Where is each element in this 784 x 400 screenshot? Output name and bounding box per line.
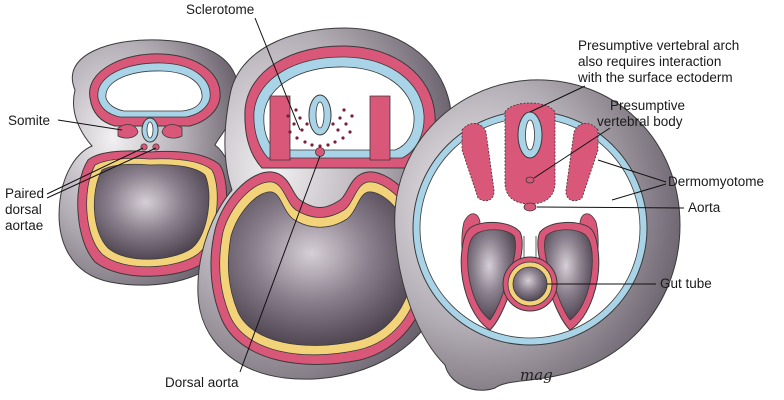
embryo-1-somite-right [162,125,182,139]
artist-signature: mag [520,366,553,384]
embryo-2-dorsal-aorta [316,148,325,157]
label-gut-tube: Gut tube [660,276,712,291]
label-paired-dorsal-aortae: Paired dorsal aortae [5,186,48,233]
label-body-line-1: Presumptive [610,98,685,113]
embryo-1-somite-left [118,125,138,139]
embryo-1-aorta-left [141,144,147,150]
label-body-line-2: vertebral body [597,114,683,129]
label-arch-line-3: with the surface ectoderm [577,70,733,85]
label-somite: Somite [8,113,50,128]
embryo-3-gut-tube [513,267,547,301]
label-aorta: Aorta [688,200,721,215]
embryo-3-notochord [526,177,534,183]
label-dorsal-aorta: Dorsal aorta [165,375,239,390]
label-sclerotome: Sclerotome [186,2,254,17]
label-dermomyotome: Dermomyotome [668,174,764,189]
label-aortae: aortae [5,218,43,233]
label-arch-line-2: also requires interaction [578,54,721,69]
label-presumptive-vertebral-arch: Presumptive vertebral arch also requires… [577,38,743,85]
label-presumptive-vertebral-body: Presumptive vertebral body [597,98,689,129]
embryo-1-yolk-cavity [94,164,209,259]
label-dorsal: dorsal [5,202,42,217]
label-arch-line-1: Presumptive vertebral arch [578,38,739,53]
label-paired: Paired [5,186,44,201]
embryo-3-aorta [524,203,536,211]
